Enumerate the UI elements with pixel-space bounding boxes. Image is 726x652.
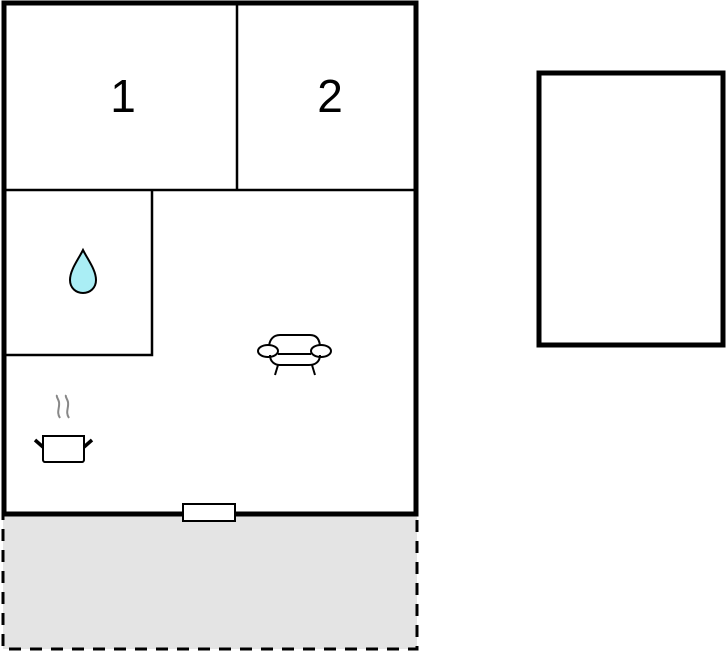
water-drop-icon	[68, 247, 98, 295]
sofa-icon	[257, 334, 332, 376]
terrace	[1, 512, 419, 651]
cooking-pot-icon	[33, 394, 94, 463]
entrance-door	[182, 503, 236, 522]
main-building-outline	[1, 0, 419, 517]
room-label-1: 1	[110, 70, 136, 122]
annex-building	[536, 70, 726, 348]
room-label-2: 2	[317, 70, 343, 122]
room-bedroom-2: 2	[317, 70, 343, 122]
bathroom-walls	[4, 190, 154, 357]
room-bedroom-1: 1	[110, 70, 136, 122]
